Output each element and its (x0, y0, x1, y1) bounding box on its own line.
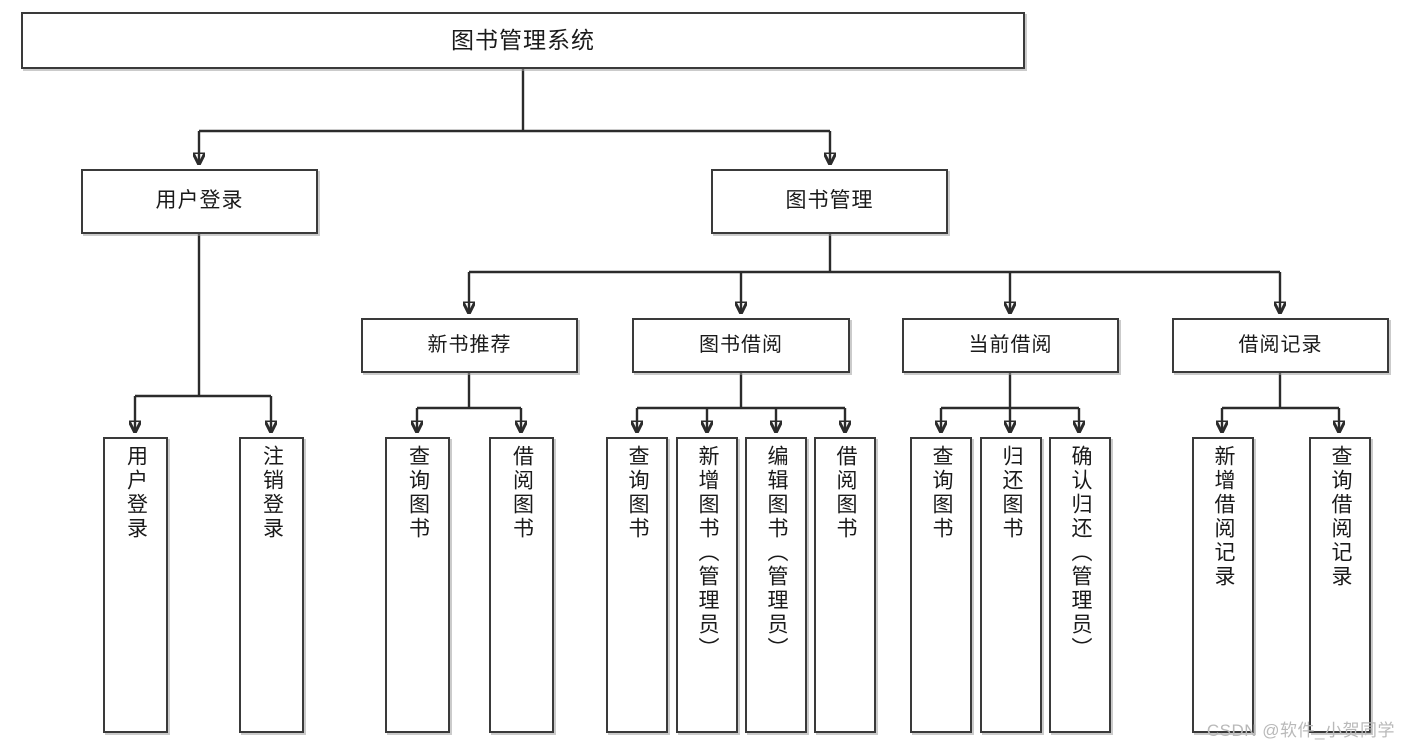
leaf-book-borrow-add-book-admin[interactable]: 新增图书（管理员） (676, 437, 738, 733)
leaf-borrow-record-add-record[interactable]: 新增借阅记录 (1192, 437, 1254, 733)
node-current-borrow[interactable]: 当前借阅 (902, 318, 1119, 373)
leaf-current-borrow-query-book[interactable]: 查询图书 (910, 437, 972, 733)
leaf-user-login-login[interactable]: 用户登录 (103, 437, 168, 733)
node-label: 查询图书 (626, 445, 650, 541)
node-label: 查询借阅记录 (1329, 445, 1353, 589)
node-label: 注销登录 (260, 445, 284, 541)
node-label: 用户登录 (124, 445, 148, 541)
node-label: 新书推荐 (427, 334, 512, 356)
leaf-new-book-borrow-book[interactable]: 借阅图书 (489, 437, 554, 733)
leaf-book-borrow-query-book[interactable]: 查询图书 (606, 437, 668, 733)
node-label: 图书管理 (785, 189, 874, 213)
leaf-book-borrow-borrow-book[interactable]: 借阅图书 (814, 437, 876, 733)
node-label: 当前借阅 (968, 334, 1053, 356)
leaf-book-borrow-edit-book-admin[interactable]: 编辑图书（管理员） (745, 437, 807, 733)
leaf-new-book-query-book[interactable]: 查询图书 (385, 437, 450, 733)
leaf-borrow-record-query-record[interactable]: 查询借阅记录 (1309, 437, 1371, 733)
node-label: 新增图书（管理员） (696, 445, 720, 661)
node-label: 图书借阅 (699, 334, 783, 356)
node-label: 归还图书 (1000, 445, 1024, 541)
node-label: 借阅图书 (834, 445, 858, 541)
node-label: 查询图书 (406, 445, 430, 541)
node-user-login[interactable]: 用户登录 (81, 169, 318, 234)
leaf-user-login-logout[interactable]: 注销登录 (239, 437, 304, 733)
node-book-borrow[interactable]: 图书借阅 (632, 318, 850, 373)
node-label: 借阅图书 (510, 445, 534, 541)
node-book-management[interactable]: 图书管理 (711, 169, 948, 234)
node-borrow-record[interactable]: 借阅记录 (1172, 318, 1389, 373)
node-label: 编辑图书（管理员） (765, 445, 789, 661)
node-label: 图书管理系统 (451, 27, 595, 54)
leaf-current-borrow-confirm-return-admin[interactable]: 确认归还（管理员） (1049, 437, 1111, 733)
node-label: 用户登录 (155, 189, 244, 213)
node-label: 新增借阅记录 (1212, 445, 1236, 589)
node-root-book-management-system[interactable]: 图书管理系统 (21, 12, 1025, 69)
node-label: 借阅记录 (1238, 334, 1323, 356)
node-label: 查询图书 (930, 445, 954, 541)
node-new-book-recommend[interactable]: 新书推荐 (361, 318, 578, 373)
watermark: CSDN @软件_小贺同学 (1206, 721, 1395, 740)
node-label: 确认归还（管理员） (1069, 445, 1093, 661)
leaf-current-borrow-return-book[interactable]: 归还图书 (980, 437, 1042, 733)
